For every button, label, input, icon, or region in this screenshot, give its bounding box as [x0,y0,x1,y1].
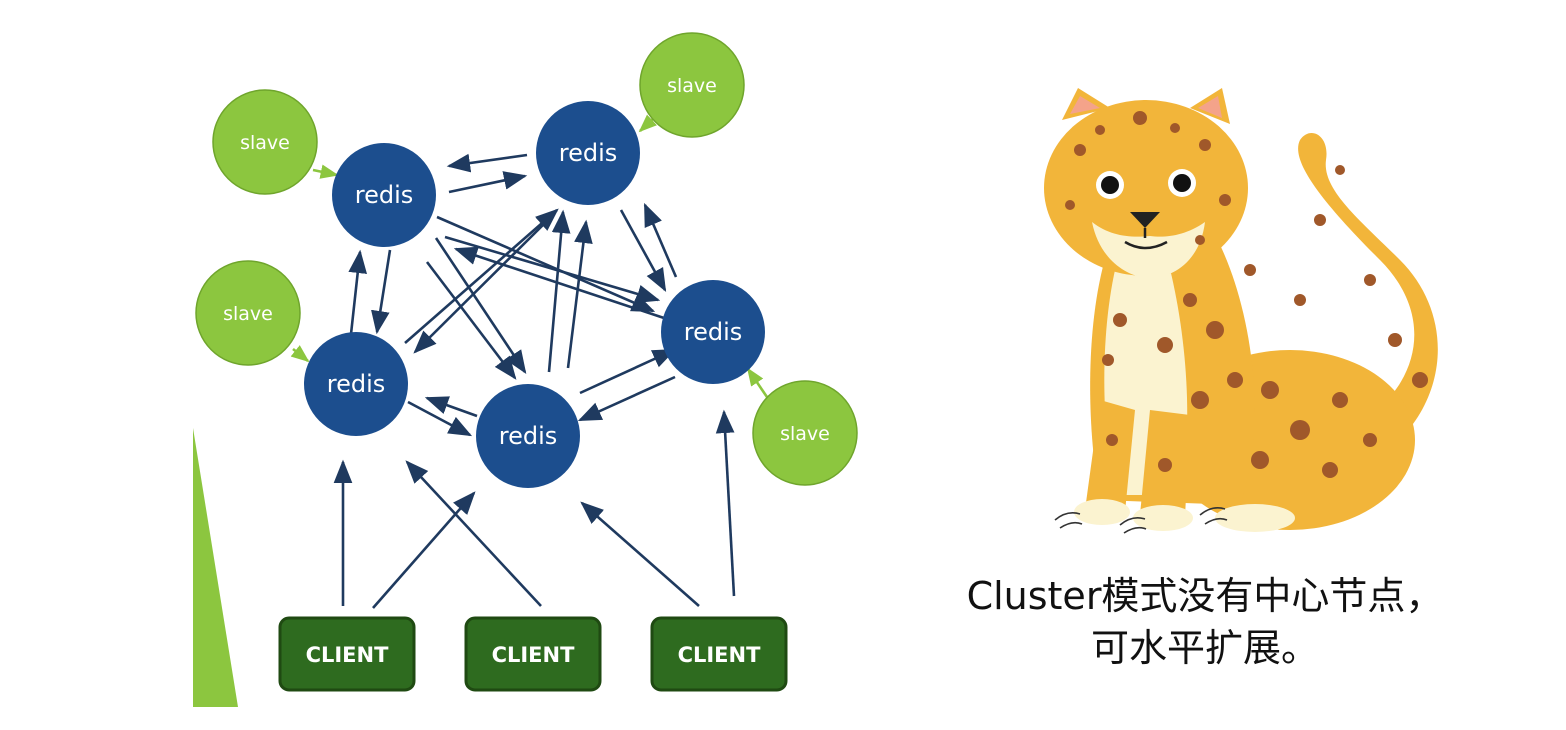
redis-node: redis [476,384,580,488]
caption-line-2: 可水平扩展。 [1090,626,1319,670]
replication-arrow [638,114,657,133]
redis-node: redis [661,280,765,384]
leopard-icon [1044,88,1438,534]
client-label: CLIENT [306,643,390,667]
connection-arrows [290,114,771,609]
redis-link-arrow [643,202,678,278]
redis-link-arrow [348,249,368,335]
redis-link-arrow [448,171,528,194]
slave-label: slave [223,303,273,325]
slave-label: slave [240,132,290,154]
redis-link-arrow [424,396,478,418]
redis-label: redis [355,181,414,209]
redis-link-arrow [371,249,392,335]
slave-node: slave [752,380,858,486]
redis-label: redis [499,422,558,450]
redis-link-arrow [566,219,593,369]
client-box: CLIENT [464,616,602,692]
redis-link-arrow [577,375,676,422]
redis-link-arrow [619,209,667,293]
redis-label: redis [559,139,618,167]
replication-arrow [290,345,310,363]
client-label: CLIENT [678,643,762,667]
client-request-arrow [405,460,542,607]
redis-node: redis [304,332,408,436]
redis-link-arrow [407,400,473,437]
client-box: CLIENT [650,616,788,692]
replication-arrow [746,367,771,401]
client-request-arrow [580,501,700,607]
client-request-arrow [372,491,476,609]
client-label: CLIENT [492,643,576,667]
redis-node: redis [536,101,640,205]
caption: Cluster模式没有中心节点， 可水平扩展。 [900,570,1510,674]
replication-arrow [312,164,339,179]
redis-link-arrow [446,153,528,173]
slave-label: slave [780,423,830,445]
redis-link-arrow [453,246,665,320]
redis-label: redis [684,318,743,346]
client-request-arrow [715,409,736,597]
redis-link-arrow [579,348,677,395]
client-box: CLIENT [278,616,416,692]
redis-link-arrow [444,235,661,304]
caption-line-1: Cluster模式没有中心节点， [966,574,1444,618]
redis-link-arrow [413,221,547,354]
redis-node: redis [332,143,436,247]
redis-label: redis [327,370,386,398]
redis-link-arrow [436,215,656,313]
redis-link-arrow [404,208,559,344]
accent-triangle [193,428,238,707]
slave-node: slave [195,260,301,366]
slave-node: slave [212,89,318,195]
redis-link-arrow [425,261,517,380]
redis-link-arrow [547,209,571,373]
slave-node: slave [639,32,745,138]
slave-label: slave [667,75,717,97]
redis-link-arrow [434,237,527,374]
